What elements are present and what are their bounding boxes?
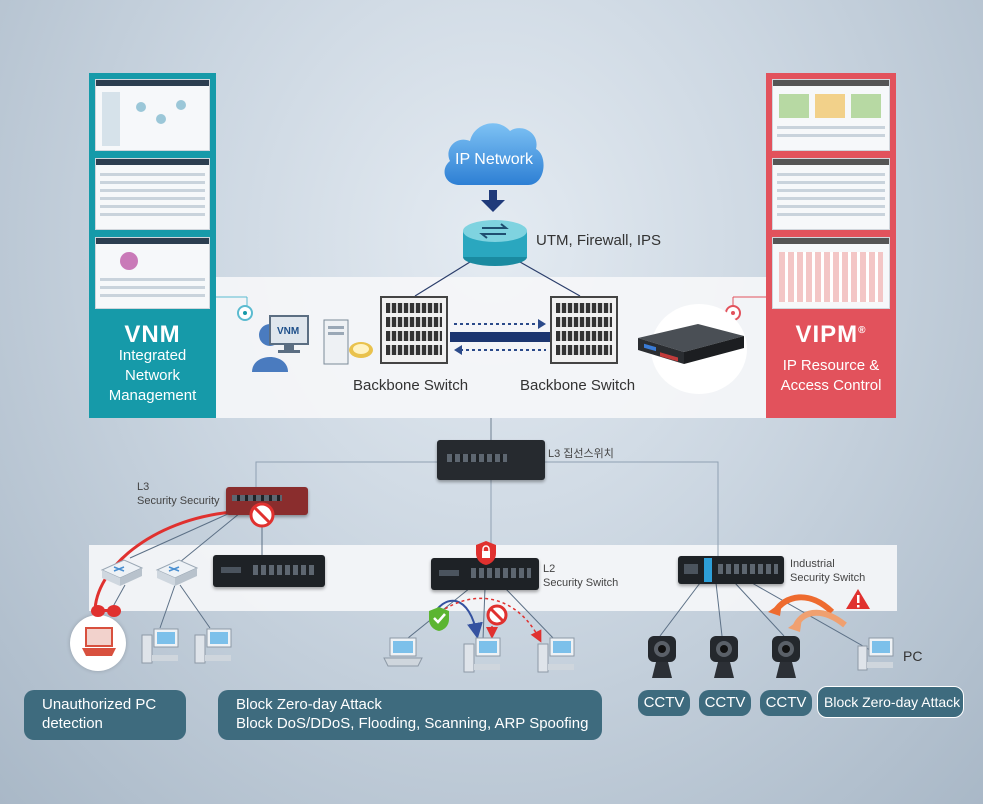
laptop-icon bbox=[382, 636, 424, 668]
vipm-logo-text: VIPM bbox=[795, 321, 859, 348]
cctv-camera-icon-2 bbox=[706, 634, 742, 682]
vipm-logo: VIPM® bbox=[766, 321, 896, 349]
vnm-caption-line-2: Network bbox=[124, 367, 180, 384]
cloud-icon bbox=[440, 115, 546, 187]
vipm-appliance-icon bbox=[638, 318, 744, 366]
l3-security-label-line-1: L3 bbox=[137, 481, 150, 493]
industrial-switch-label-line-2: Security Switch bbox=[790, 572, 866, 584]
industrial-security-switch bbox=[678, 556, 784, 584]
vnm-connector-dot bbox=[237, 305, 253, 321]
backbone-switch-left bbox=[380, 296, 448, 364]
hub-icon-2 bbox=[155, 558, 199, 588]
hub-icon-1 bbox=[100, 558, 144, 588]
l3-aggregation-switch bbox=[437, 440, 545, 480]
cctv-camera-icon-1 bbox=[644, 634, 680, 682]
cctv-label-3: CCTV bbox=[760, 690, 812, 716]
desktop-pc-icon-2 bbox=[193, 627, 233, 665]
cctv-label-1: CCTV bbox=[638, 690, 690, 716]
industrial-switch-label-line-1: Industrial bbox=[790, 558, 835, 570]
unauthorized-callout-line-2: detection bbox=[42, 715, 103, 732]
allowed-shield-icon bbox=[428, 606, 450, 632]
vipm-screenshot-table bbox=[772, 158, 890, 230]
monitor-icon bbox=[268, 314, 312, 358]
industrial-pc-icon bbox=[856, 636, 896, 672]
l2-switch-label-line-2: Security Switch bbox=[543, 577, 619, 589]
down-arrow-icon bbox=[481, 190, 505, 212]
l3-aggregation-switch-label: L3 집선스위치 bbox=[548, 448, 614, 460]
backbone-switch-right bbox=[550, 296, 618, 364]
l3-security-label-line-2: Security Security bbox=[137, 495, 220, 507]
vipm-screenshot-dashboard bbox=[772, 79, 890, 151]
unauthorized-pc-callout: Unauthorized PC detection bbox=[24, 690, 186, 740]
desktop-pc-icon-3 bbox=[462, 636, 502, 674]
registered-mark: ® bbox=[858, 325, 867, 336]
desktop-pc-icon-1 bbox=[140, 627, 180, 665]
block-zero-day-callout: Block Zero-day Attack bbox=[817, 686, 964, 718]
block-attack-callout: Block Zero-day Attack Block DoS/DDoS, Fl… bbox=[218, 690, 602, 740]
access-switch-left bbox=[213, 555, 325, 587]
vipm-caption-line-2: Access Control bbox=[780, 377, 882, 394]
vipm-panel: VIPM® IP Resource & Access Control bbox=[766, 73, 896, 418]
vnm-screenshot-table bbox=[95, 158, 210, 230]
pc-label: PC bbox=[903, 648, 923, 664]
database-disk-icon bbox=[348, 340, 374, 360]
vnm-logo: VNM bbox=[124, 321, 181, 348]
vnm-caption-line-1: Integrated bbox=[118, 347, 187, 364]
block-zero-day-text: Block Zero-day Attack bbox=[824, 694, 961, 710]
backbone-switch-left-label: Backbone Switch bbox=[353, 377, 469, 394]
blocked-icon bbox=[486, 604, 508, 626]
block-attack-line-2: Block DoS/DDoS, Flooding, Scanning, ARP … bbox=[236, 715, 589, 732]
vnm-caption-line-3: Management bbox=[108, 387, 197, 404]
utm-label: UTM, Firewall, IPS bbox=[536, 232, 662, 249]
backbone-switch-right-label: Backbone Switch bbox=[520, 377, 636, 394]
block-attack-line-1: Block Zero-day Attack bbox=[236, 696, 382, 713]
server-icon bbox=[320, 318, 352, 366]
unauthorized-callout-line-1: Unauthorized PC bbox=[42, 696, 157, 713]
cctv-label-2: CCTV bbox=[699, 690, 751, 716]
cloud-label: IP Network bbox=[455, 151, 533, 168]
vnm-screenshot-topology bbox=[95, 79, 210, 151]
l2-switch-label-line-1: L2 bbox=[543, 563, 556, 575]
unauthorized-laptop-icon bbox=[80, 624, 118, 660]
utm-firewall-icon bbox=[462, 217, 528, 267]
desktop-pc-icon-4 bbox=[536, 636, 576, 674]
vnm-screenshot-chart bbox=[95, 237, 210, 309]
vipm-caption-line-1: IP Resource & bbox=[782, 357, 880, 374]
shield-lock-icon bbox=[475, 540, 497, 566]
mask-icon bbox=[90, 604, 122, 618]
vnm-screen-label: VNM bbox=[277, 326, 300, 337]
link-arrows-icon bbox=[450, 316, 550, 356]
cctv-camera-icon-3 bbox=[768, 634, 804, 682]
vnm-panel: VNM Integrated Network Management bbox=[89, 73, 216, 418]
block-icon bbox=[249, 502, 275, 528]
warning-icon bbox=[845, 588, 871, 610]
vipm-screenshot-map bbox=[772, 237, 890, 309]
